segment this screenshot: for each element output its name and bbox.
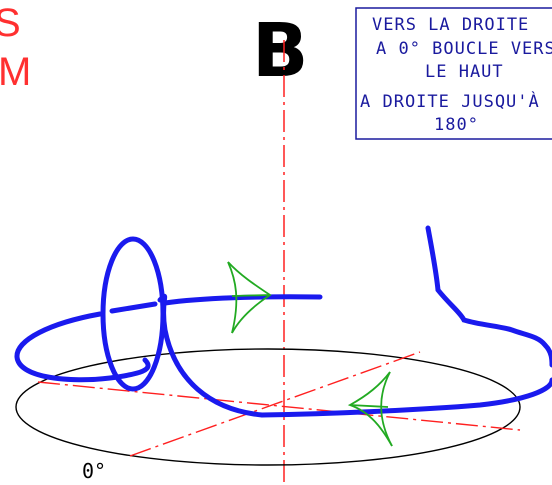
diagonal-axis-2 [129,351,421,457]
green-arrow-upper [227,261,272,334]
red-letter-s: S [0,1,21,45]
note-box: VERS LA DROITE A 0° BOUCLE VERS LE HAUT … [355,7,552,140]
blue-path-right [425,225,552,368]
red-letter-m: M [0,50,31,94]
blue-path-dash [109,301,158,314]
blue-path-front [259,377,552,418]
note-line-2: A 0° BOUCLE VERS [376,39,552,59]
big-letter-b: B [252,8,308,94]
note-line-4: A DROITE JUSQU'À [360,90,540,112]
blue-vertical-loop [100,236,166,392]
green-arrow-lower [347,371,393,447]
note-line-3: LE HAUT [425,62,504,82]
blue-path-left-loop [14,311,151,383]
note-line-1: VERS LA DROITE [372,15,529,35]
degree-zero-label: 0° [82,459,106,483]
base-ellipse [15,348,521,466]
diagonal-axis-1 [37,381,521,431]
note-line-5: 180° [434,115,479,135]
blue-path-top [162,294,323,306]
note-box-frame [355,7,552,140]
